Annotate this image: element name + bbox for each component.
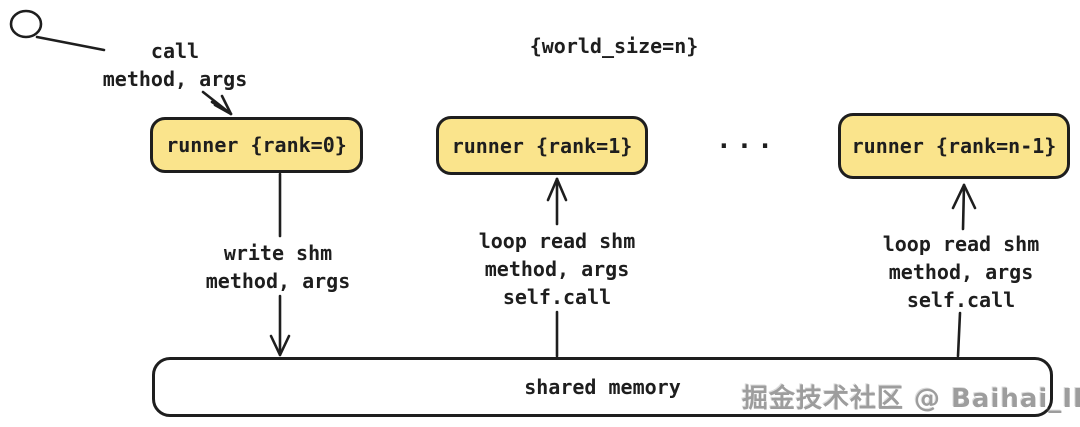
read-rankn-label-line1: loop read shm <box>882 232 1040 256</box>
runner-rankn-node: runner {rank=n-1} <box>838 113 1070 179</box>
write-arrow-head-icon <box>269 334 291 357</box>
read-rankn-label: loop read shm method, args self.call <box>851 230 1071 314</box>
write-shm-label-line2: method, args <box>205 269 351 293</box>
call-arrow-head-icon <box>210 94 233 116</box>
write-shm-label-line1: write shm <box>223 241 333 265</box>
world-size-label: {world_size=n} <box>529 34 699 58</box>
shared-memory-node: shared memory <box>152 357 1053 417</box>
readn-arrow-lower <box>956 311 962 358</box>
read-rank1-label-line3: self.call <box>502 285 612 309</box>
actor-circle-icon <box>9 9 43 39</box>
read-rank1-label: loop read shm method, args self.call <box>447 227 667 311</box>
readn-arrow-head-icon <box>951 183 977 210</box>
read-rank1-label-line2: method, args <box>484 257 630 281</box>
read-rankn-label-line3: self.call <box>906 288 1016 312</box>
call-label: call method, args <box>75 37 275 93</box>
read-rankn-label-line2: method, args <box>888 260 1034 284</box>
runner-rank0-node: runner {rank=0} <box>150 117 363 173</box>
call-label-line2: method, args <box>102 67 248 91</box>
watermark-text: 掘金技术社区 @ Baihai_IDP <box>742 384 1080 414</box>
read1-arrow-head-icon <box>546 177 568 202</box>
actor-leader-line <box>35 35 106 52</box>
write-shm-label: write shm method, args <box>168 239 388 295</box>
readn-arrow-upper <box>961 183 966 231</box>
read-rank1-label-line1: loop read shm <box>478 229 636 253</box>
call-label-line1: call <box>150 39 200 63</box>
ellipsis-label: ... <box>716 125 778 155</box>
runner-rank1-node: runner {rank=1} <box>436 116 648 175</box>
